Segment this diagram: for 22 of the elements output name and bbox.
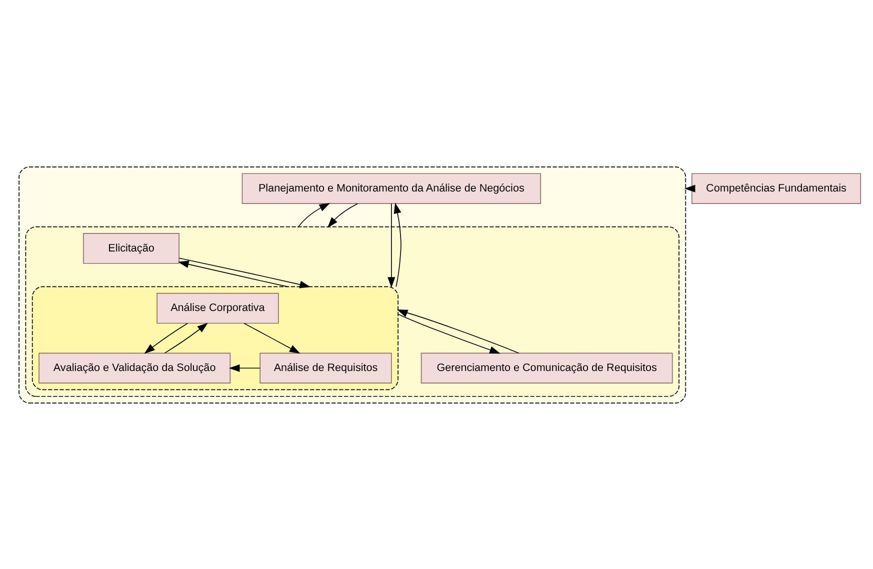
node-box: Elicitação — [83, 232, 180, 264]
arrow — [388, 202, 396, 288]
node-box: Análise Corporativa — [156, 292, 279, 324]
node-box: Avaliação e Validação da Solução — [38, 352, 231, 383]
arrow — [228, 364, 260, 372]
node-box: Planejamento e Monitoramento da Análise de Negócios — [242, 172, 542, 204]
arrow — [327, 202, 358, 228]
arrow — [244, 322, 300, 354]
cluster — [18, 166, 686, 403]
arrow — [394, 202, 402, 287]
node-box: Gerenciamento e Comunicação de Requisitos — [420, 352, 673, 383]
arrow — [144, 322, 188, 354]
arrow — [164, 322, 208, 353]
arrow — [396, 308, 520, 354]
node-box: Análise de Requisitos — [260, 352, 392, 383]
arrow — [298, 202, 330, 227]
arrow — [178, 260, 288, 287]
cluster — [32, 286, 398, 390]
arrow — [684, 184, 696, 192]
cluster — [25, 226, 680, 396]
arrow — [398, 313, 500, 354]
arrow — [178, 257, 311, 288]
